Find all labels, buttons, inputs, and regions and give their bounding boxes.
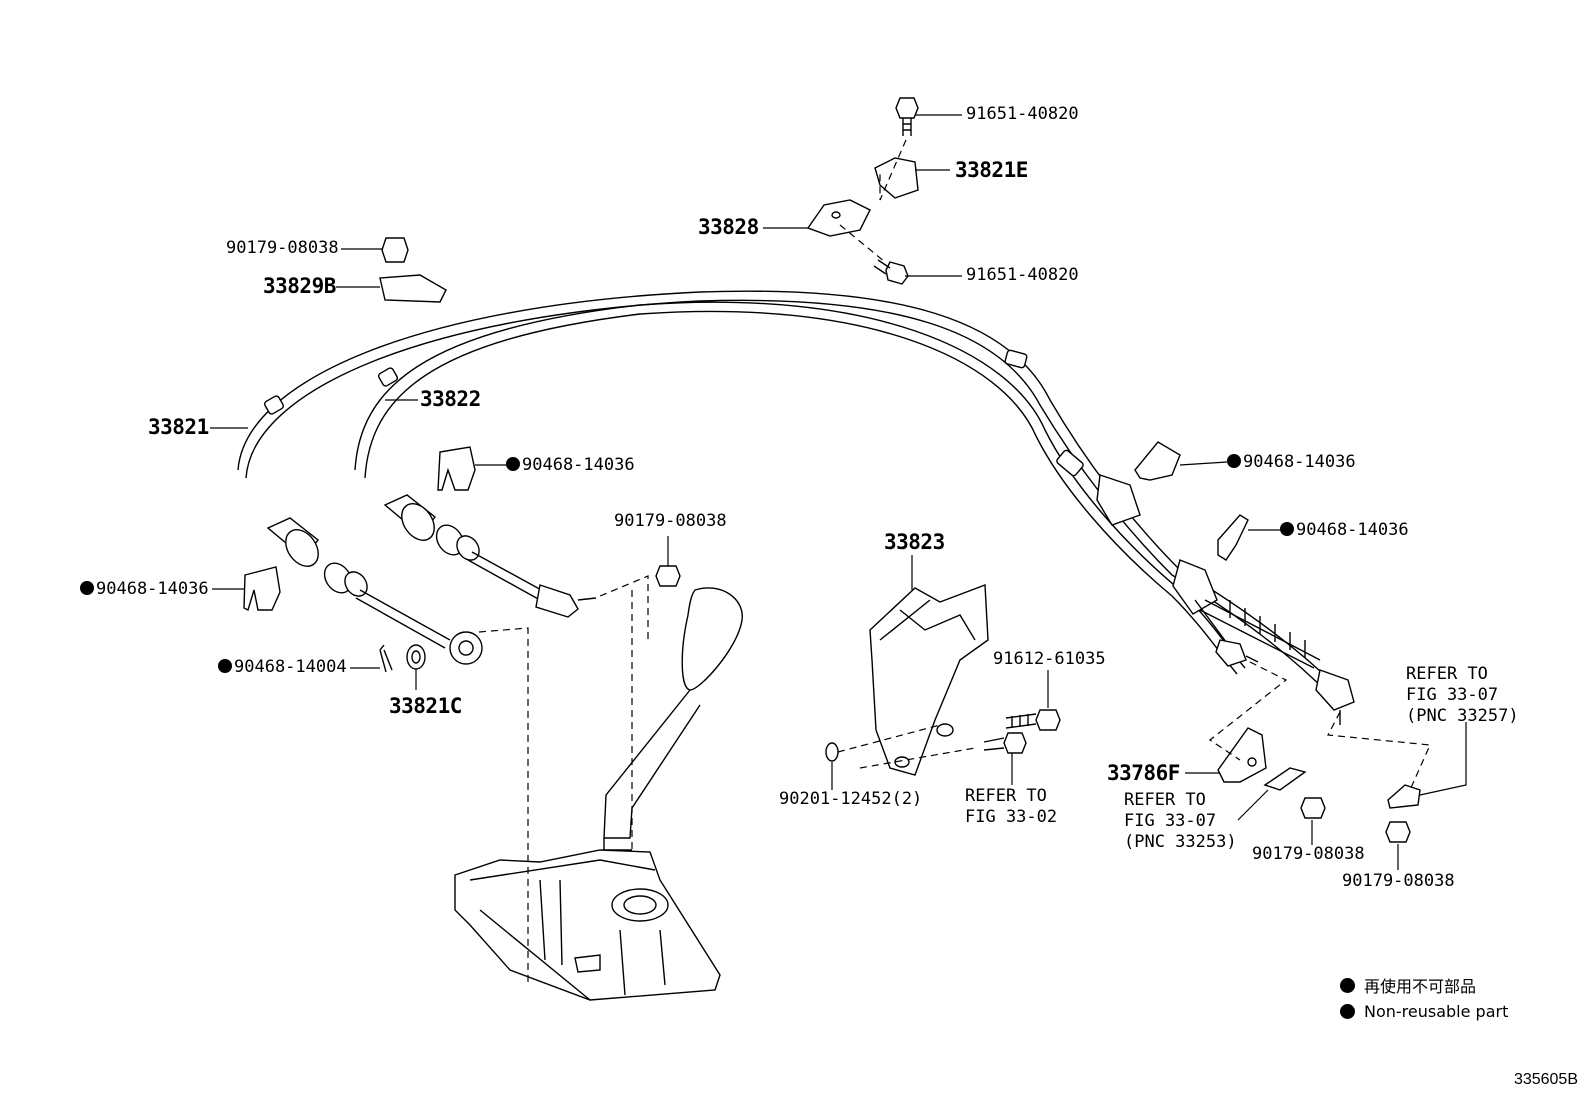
clip-90468-14036-a (437, 446, 476, 491)
label-33828: 33828 (698, 215, 759, 239)
non-reusable-dot-icon (1340, 1003, 1355, 1019)
ref-fig-33-07-a-line1: REFER TO (1124, 790, 1206, 810)
part-fig-33-07-a (1263, 767, 1307, 791)
label-33786F: 33786F (1107, 761, 1180, 785)
ref-fig-33-07-b-line3: (PNC 33257) (1406, 706, 1519, 726)
ref-fig-33-07-b-line1: REFER TO (1406, 664, 1488, 684)
label-90468-14036-a-text: 90468-14036 (522, 455, 635, 475)
legend-jp-text: 再使用不可部品 (1364, 977, 1477, 996)
cable-33821 (237, 290, 1341, 698)
cable-end-33821 (263, 395, 483, 665)
bolt-91651-mid (873, 259, 909, 285)
label-91651-40820-mid: 91651-40820 (966, 265, 1079, 285)
non-reusable-dot-icon (1340, 977, 1355, 993)
label-90468-14036-c: 90468-14036 (1227, 454, 1356, 471)
part-fig-33-07-b (1387, 784, 1421, 809)
label-90179-08038-bot1: 90179-08038 (1252, 844, 1365, 864)
bolt-91612 (1005, 709, 1061, 731)
label-33823: 33823 (884, 530, 945, 554)
bracket-33821E (874, 157, 919, 199)
leader-lines (210, 114, 1467, 870)
legend: 再使用不可部品 Non-reusable part (1340, 972, 1508, 1024)
label-33821C: 33821C (389, 694, 462, 718)
label-90468-14036-c-text: 90468-14036 (1243, 452, 1356, 472)
label-91651-40820-top: 91651-40820 (966, 104, 1079, 124)
bracket-33828 (806, 199, 871, 237)
label-90468-14036-b-text: 90468-14036 (96, 579, 209, 599)
ref-fig-33-07-a-line3: (PNC 33253) (1124, 832, 1237, 852)
clip-90468-14036-d (1217, 514, 1249, 561)
label-91612-61035: 91612-61035 (993, 649, 1106, 669)
label-90468-14036-d-text: 90468-14036 (1296, 520, 1409, 540)
label-90201-12452: 90201-12452(2) (779, 789, 923, 809)
legend-row-jp: 再使用不可部品 (1340, 972, 1508, 998)
label-90468-14036-d: 90468-14036 (1280, 522, 1409, 539)
ref-fig-33-07-pnc-33253[interactable]: REFER TO FIG 33-07 (PNC 33253) (1124, 790, 1237, 853)
non-reusable-dot-icon (1280, 522, 1294, 536)
non-reusable-dot-icon (218, 659, 232, 673)
washer-33821C (406, 644, 426, 670)
cable-end-33822 (377, 367, 597, 618)
clamp-33829B (379, 274, 447, 303)
ref-fig-33-02-line1: REFER TO (965, 786, 1047, 806)
ref-fig-33-07-b-line2: FIG 33-07 (1406, 685, 1499, 705)
label-90468-14004: 90468-14004 (218, 659, 347, 676)
ref-fig-33-07-pnc-33257[interactable]: REFER TO FIG 33-07 (PNC 33257) (1406, 664, 1519, 727)
label-90179-08038-center: 90179-08038 (614, 511, 727, 531)
ref-fig-33-02-line2: FIG 33-02 (965, 807, 1058, 827)
cable-end-right (1004, 349, 1355, 725)
label-90468-14004-text: 90468-14004 (234, 657, 347, 677)
bracket-33823 (869, 584, 989, 776)
washer-90201 (825, 742, 839, 762)
shift-lever-assembly (454, 587, 743, 1001)
label-90468-14036-b: 90468-14036 (80, 581, 209, 598)
clip-90468-14036-c (1134, 441, 1181, 481)
assembly-lines (478, 139, 1431, 985)
bolt-91651-top (895, 97, 919, 136)
figure-id: 335605B (1513, 1071, 1578, 1088)
label-90179-08038-bot2: 90179-08038 (1342, 871, 1455, 891)
clip-90468-14036-b (243, 566, 281, 611)
non-reusable-dot-icon (80, 581, 94, 595)
pin-90468-14004 (379, 644, 393, 673)
label-33829B: 33829B (263, 274, 336, 298)
bolt-fig-33-02 (983, 732, 1027, 754)
bracket-33786F (1217, 727, 1267, 783)
non-reusable-dot-icon (1227, 454, 1241, 468)
nut-90179-center (655, 565, 681, 587)
ref-fig-33-07-a-line2: FIG 33-07 (1124, 811, 1217, 831)
legend-en-text: Non-reusable part (1364, 1001, 1509, 1021)
non-reusable-dot-icon (506, 457, 520, 471)
ref-fig-33-02[interactable]: REFER TO FIG 33-02 (965, 786, 1057, 828)
nut-90179-topleft (381, 237, 409, 263)
nut-90179-bot2 (1385, 821, 1411, 843)
label-33821E: 33821E (955, 158, 1028, 182)
label-90179-08038-topleft: 90179-08038 (226, 238, 339, 258)
label-33821: 33821 (148, 415, 209, 439)
label-33822: 33822 (420, 387, 481, 411)
legend-row-en: Non-reusable part (1340, 998, 1508, 1024)
nut-90179-bot1 (1300, 797, 1326, 819)
label-90468-14036-a: 90468-14036 (506, 457, 635, 474)
